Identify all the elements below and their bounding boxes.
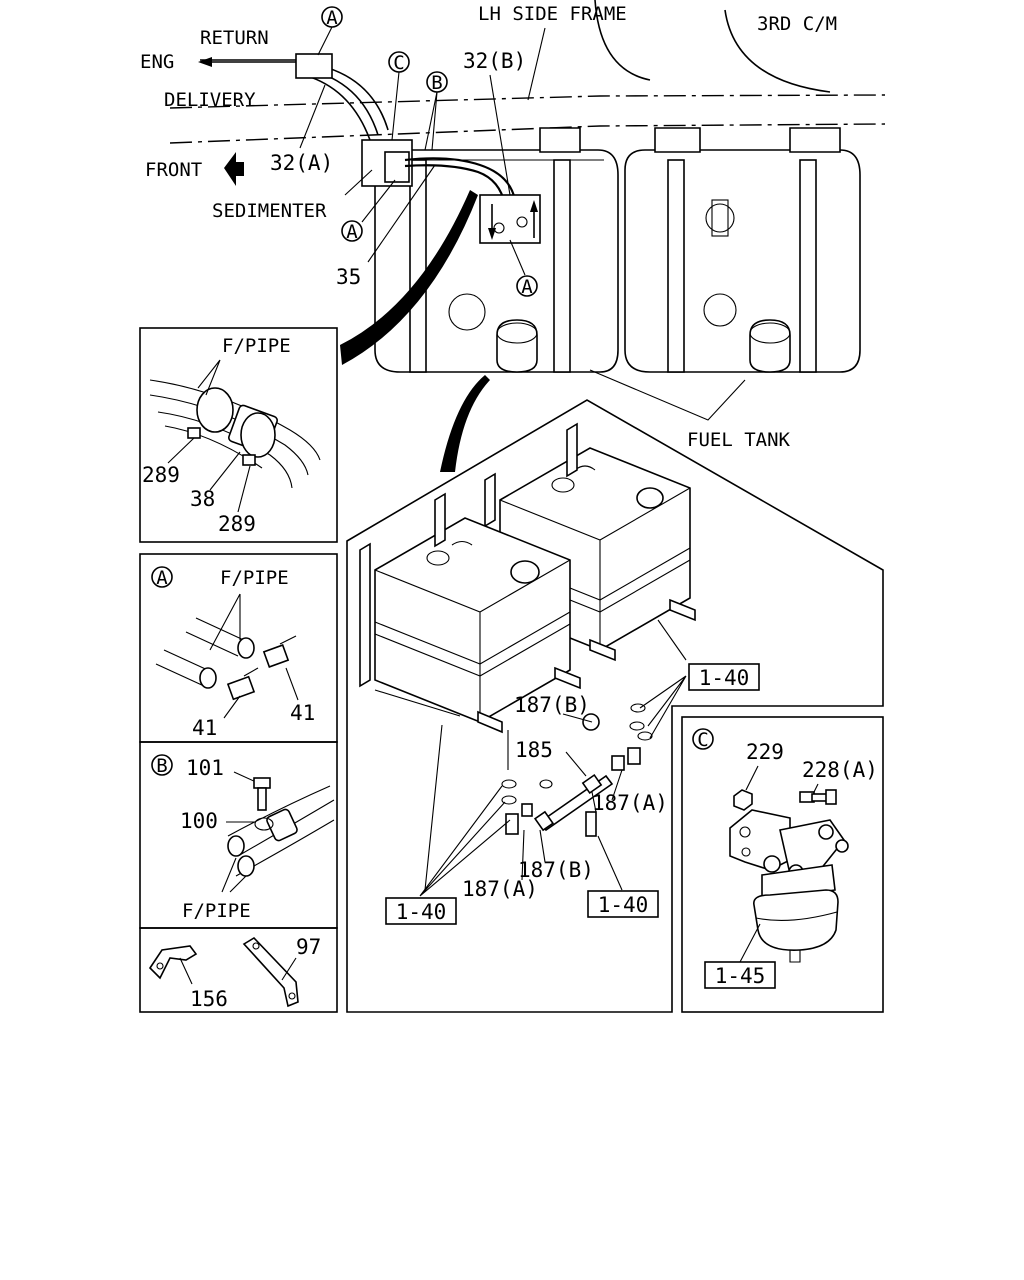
panel-frame-clamp [139,327,338,543]
ref-box-1-40-left [385,897,457,925]
part-97-label: 97 [296,935,321,959]
ref-box-1-40-left-label: 1-40 [396,900,447,924]
delivery-label: DELIVERY [164,89,256,111]
part-41-label-right: 41 [290,701,315,725]
clip-41-right [262,635,297,668]
circle-ref-c-top-label: C [393,52,404,74]
part-100-label: 100 [180,809,218,833]
clamp-289-upper [196,387,234,433]
detail-panel-c: C 229 228(A) 1-45 [681,716,884,1013]
panel-frame-tanks [346,399,884,1013]
circle-ref-b-top-label: B [431,72,442,94]
lh-side-frame-label: LH SIDE FRAME [478,3,627,25]
part-187b-label-upper: 187(B) [514,693,590,717]
circle-ref-a-sedimenter-label: A [346,221,358,243]
part-229-label: 229 [746,740,784,764]
pipe-185 [533,773,614,832]
ref-box-1-45 [704,961,776,989]
circle-ref-c-panel-label: C [697,729,708,751]
circle-ref-a-panel-label: A [156,567,168,589]
part-185-label: 185 [515,738,553,762]
tank-fittings-box [479,194,541,244]
clamp-100 [266,808,298,842]
clip-41-left [226,667,259,701]
detail-panel-brackets: 156 97 [139,927,338,1013]
circle-ref-a-tank [516,275,538,297]
sedimenter-label: SEDIMENTER [212,200,327,222]
iso-tank-front [359,492,581,734]
bracket-156 [148,945,198,985]
bolt-187b-lower [585,811,597,837]
part-32a-label: 32(A) [270,151,333,175]
part-32b-label: 32(B) [463,49,526,73]
part-41-label-left: 41 [192,716,217,740]
circle-ref-b-top [426,71,448,93]
panel-frame-brackets [139,927,338,1013]
bolt-101 [253,777,271,811]
detail-panel-fpipe-clamp: F/PIPE 289 38 289 [139,327,338,543]
ref-box-1-40-bottom-label: 1-40 [598,893,649,917]
part-289-label-a: 289 [142,463,180,487]
part-289-label-b: 289 [218,512,256,536]
part-35-label: 35 [336,265,361,289]
fpipe-label-a: F/PIPE [220,567,289,589]
circle-ref-c-top [388,51,410,73]
third-cm-label: 3RD C/M [757,13,837,35]
detail-panel-a: A F/PIPE 41 41 [139,553,338,743]
bracket-97 [242,936,299,1008]
part-187a-label-right: 187(A) [592,791,668,815]
clamp-289-lower [240,412,276,458]
circle-ref-a-tank-label: A [521,276,533,298]
ref-box-1-40-right-label: 1-40 [699,666,750,690]
fpipe-label-clamp: F/PIPE [222,335,291,357]
circle-ref-b-panel-label: B [156,755,167,777]
fuel-tank-front [374,127,619,373]
nut-229 [733,789,753,811]
part-228a-label: 228(A) [802,758,878,782]
return-label: RETURN [200,27,269,49]
eng-label: ENG [140,51,174,73]
part-187a-label-left: 187(A) [462,877,538,901]
circle-ref-a-sedimenter [341,220,363,242]
front-label: FRONT [145,159,202,181]
circle-ref-a-top-label: A [326,7,338,29]
fitting-187a-left [505,803,533,835]
sedimenter-assembly [729,809,849,963]
top-overview: A C B A A LH SIDE FRAME 3RD C/M RETURN E… [140,0,886,472]
panel-frame-c [681,716,884,1013]
circle-ref-a-top [321,6,343,28]
part-101-label: 101 [186,756,224,780]
part-38-label: 38 [190,487,215,511]
ref-box-1-40-bottom [587,890,659,918]
fpipe-label-b: F/PIPE [182,900,251,922]
bolt-228a [799,789,837,805]
fuel-tank-rear [624,127,861,373]
part-187b-label-lower: 187(B) [518,858,594,882]
detail-panel-tanks: 1-40 1-40 1-40 187(B) 185 187(A) 187(B) … [346,399,884,1013]
part-156-label: 156 [190,987,228,1011]
ref-box-1-45-label: 1-45 [715,964,766,988]
detail-panel-b: B 101 100 F/PIPE [139,741,338,929]
ref-box-1-40-right [688,663,760,691]
fitting-187a-right [611,747,641,771]
fuel-tank-label: FUEL TANK [687,429,791,451]
